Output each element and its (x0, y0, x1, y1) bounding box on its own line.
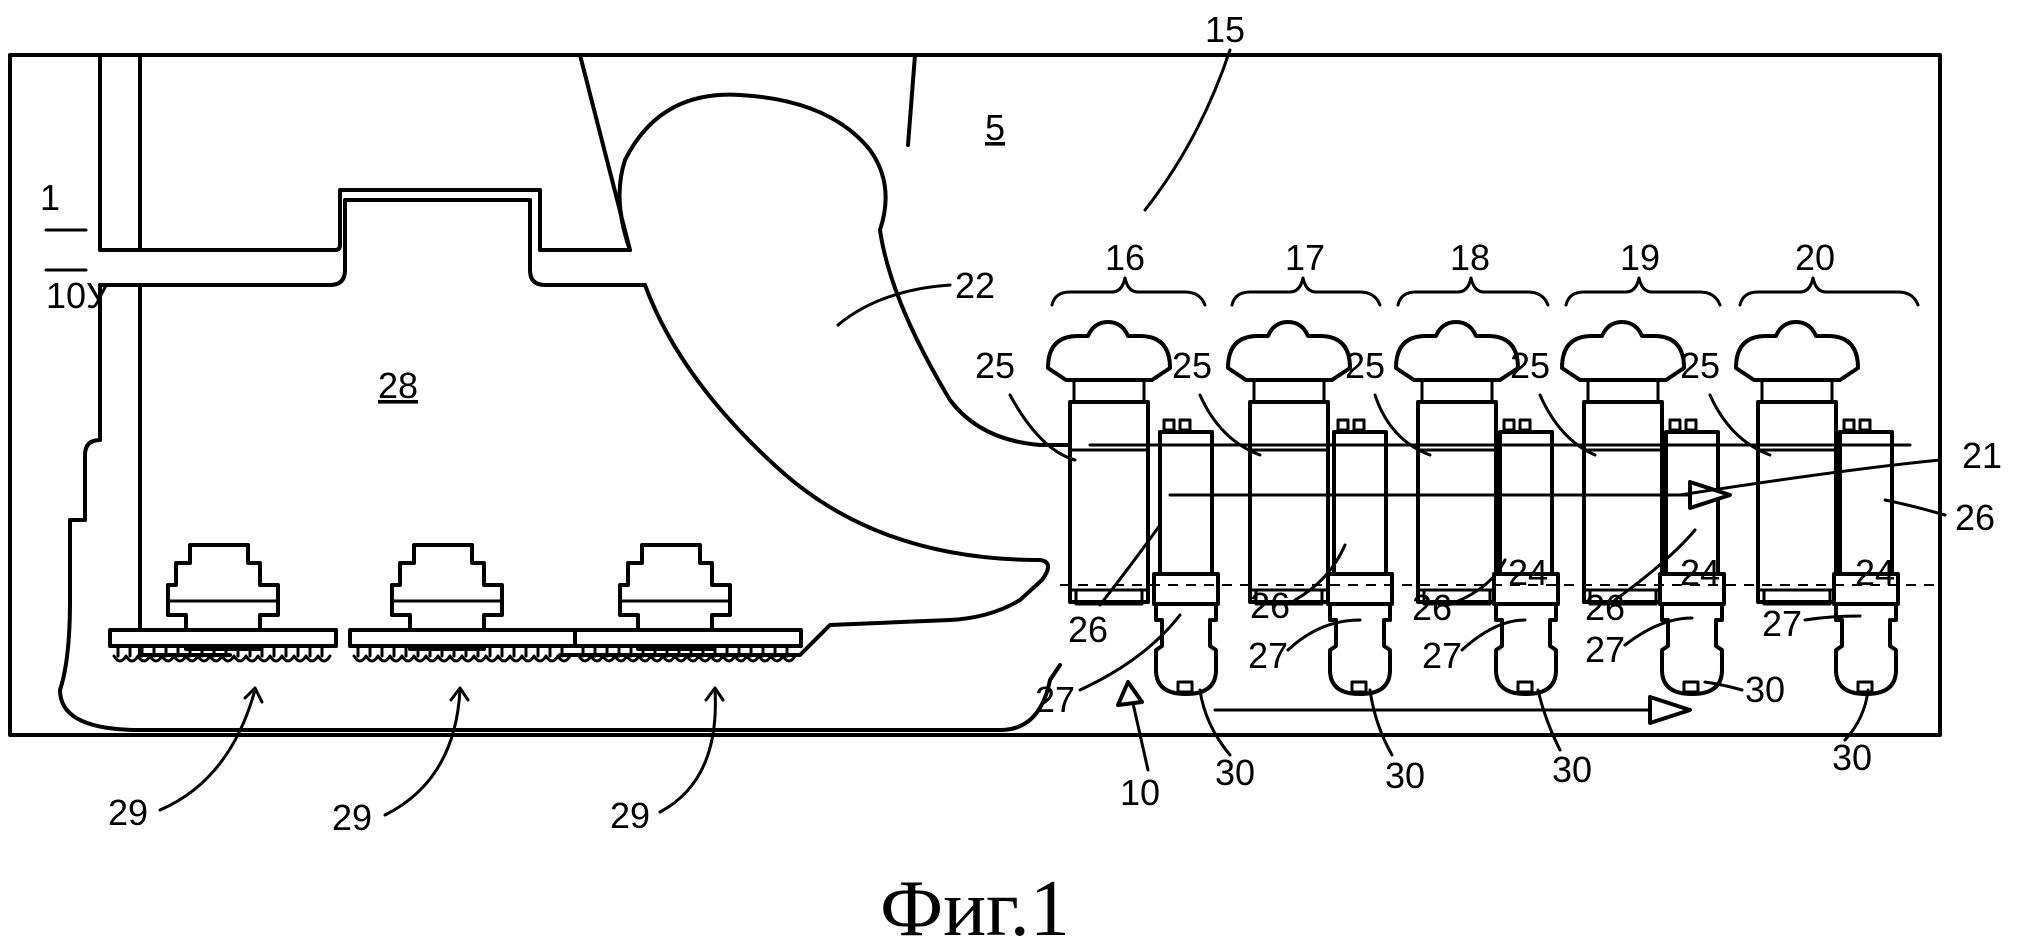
label-29-a: 29 (108, 792, 148, 833)
label-27-a: 27 (1035, 679, 1075, 720)
label-22: 22 (955, 265, 995, 306)
label-25-d: 25 (1510, 345, 1550, 386)
label-24-b: 24 (1680, 552, 1720, 593)
label-26-c: 26 (1412, 587, 1452, 628)
label-25-a: 25 (975, 345, 1015, 386)
leader-29-a (160, 690, 255, 810)
label-27-c: 27 (1422, 635, 1462, 676)
label-26-b: 26 (1250, 585, 1290, 626)
left-assembly (110, 545, 801, 661)
label-30-a: 30 (1215, 752, 1255, 793)
label-26-d: 26 (1585, 587, 1625, 628)
label-10: 10 (1120, 772, 1160, 813)
leader-29-b (385, 690, 460, 815)
label-20: 20 (1795, 237, 1835, 278)
label-16: 16 (1105, 237, 1145, 278)
leader-15 (1145, 50, 1230, 210)
label-26-e: 26 (1955, 497, 1995, 538)
label-27-d: 27 (1585, 629, 1625, 670)
label-27-b: 27 (1248, 635, 1288, 676)
label-29-c: 29 (610, 795, 650, 836)
leader-29-c (660, 690, 715, 812)
figure-caption: Фиг.1 (880, 865, 1070, 943)
label-30-d: 30 (1745, 669, 1785, 710)
label-21: 21 (1962, 435, 2002, 476)
side-mark: 10У (46, 275, 110, 316)
label-24-a: 24 (1508, 552, 1548, 593)
label-25-c: 25 (1345, 345, 1385, 386)
top-compartment (140, 190, 645, 285)
label-30-b: 30 (1385, 755, 1425, 796)
label-1: 1 (40, 177, 60, 218)
label-25-b: 25 (1172, 345, 1212, 386)
label-18: 18 (1450, 237, 1490, 278)
label-25-e: 25 (1680, 345, 1720, 386)
label-27-e: 27 (1762, 603, 1802, 644)
station-brackets (1052, 278, 1918, 305)
label-17: 17 (1285, 237, 1325, 278)
label-29-b: 29 (332, 797, 372, 838)
label-19: 19 (1620, 237, 1660, 278)
label-24-c: 24 (1855, 552, 1895, 593)
label-15: 15 (1205, 9, 1245, 50)
label-30-e: 30 (1832, 737, 1872, 778)
label-30-c: 30 (1552, 749, 1592, 790)
label-26-a: 26 (1068, 609, 1108, 650)
label-28: 28 (378, 365, 418, 406)
label-5: 5 (985, 107, 1005, 148)
